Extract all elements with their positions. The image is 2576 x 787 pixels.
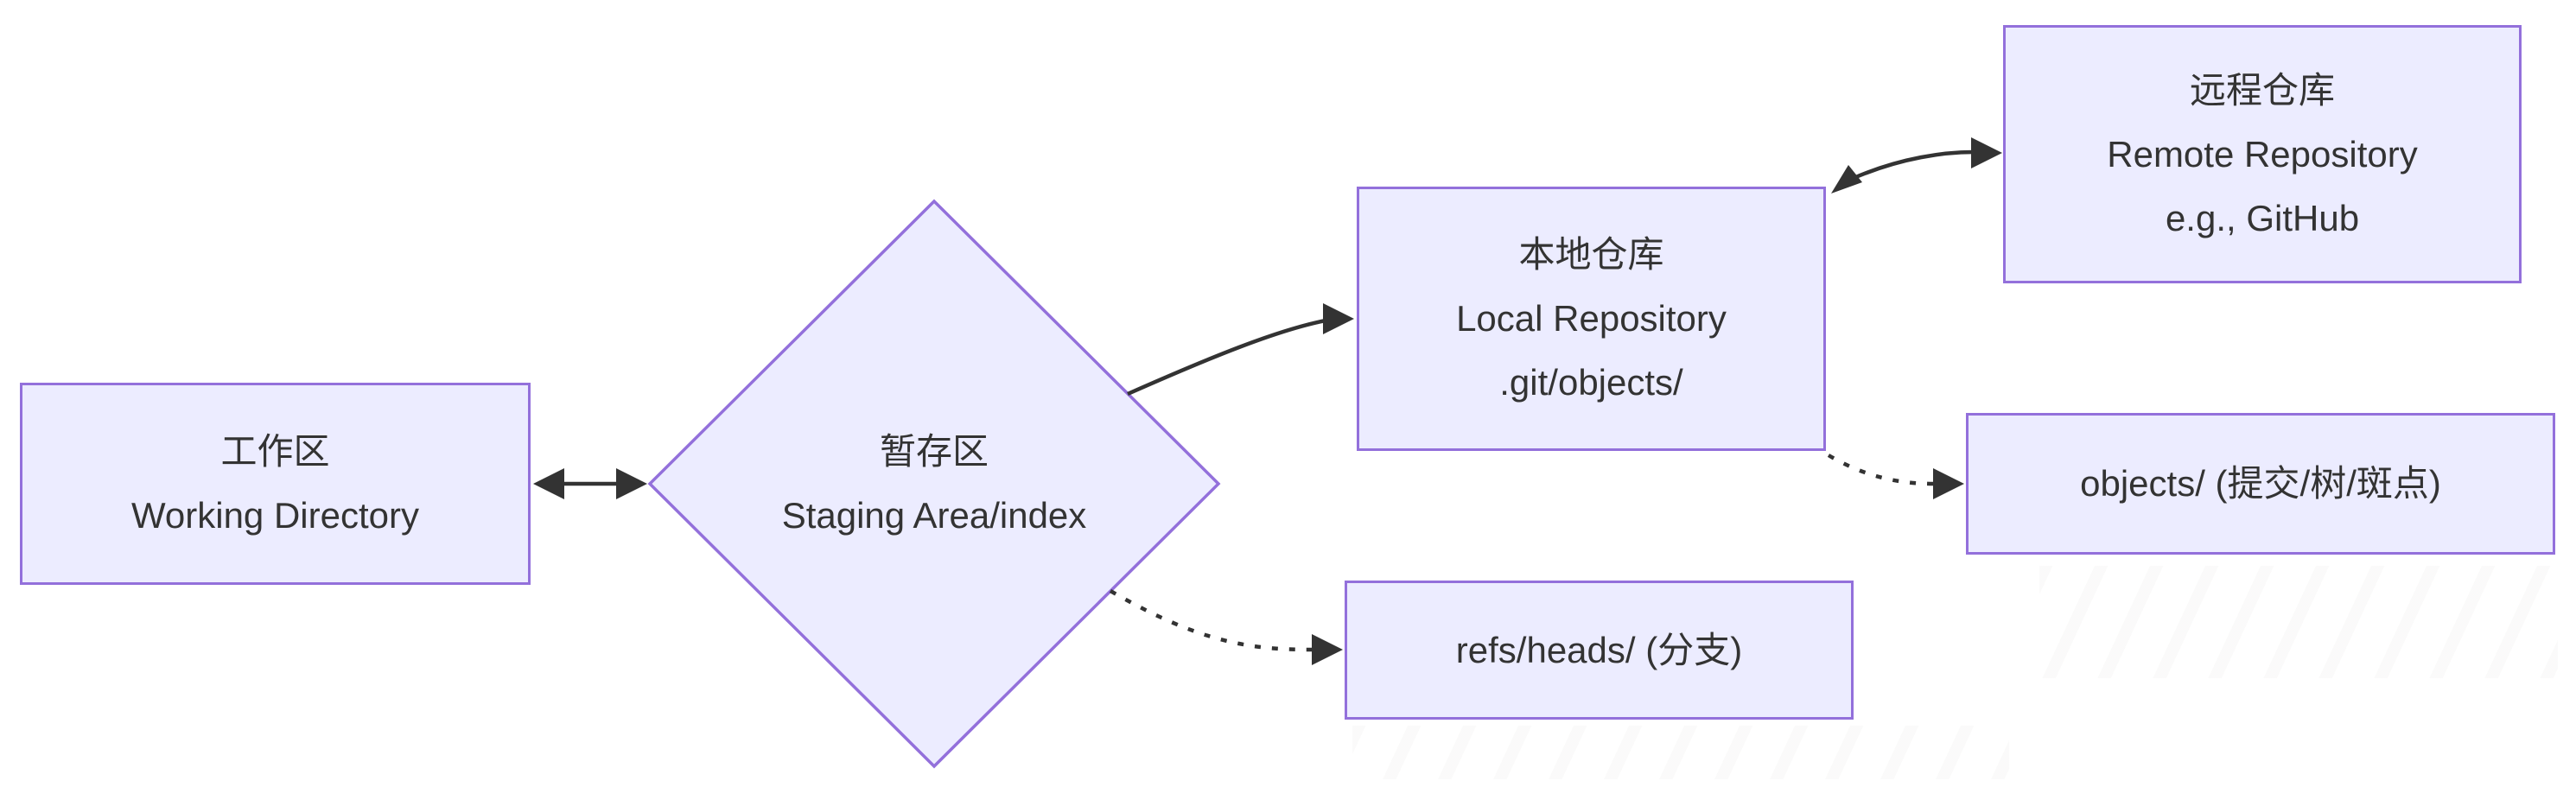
node-refs-label: refs/heads/ (分支) <box>1455 629 1743 670</box>
staging-diamond-shape <box>647 199 1221 769</box>
node-remote-line-en: Remote Repository <box>2107 133 2418 175</box>
node-local-line-path: .git/objects/ <box>1499 362 1683 403</box>
node-objects-label: objects/ (提交/树/斑点) <box>2080 463 2441 504</box>
node-working-line-en: Working Directory <box>131 495 419 536</box>
node-remote-repository: 远程仓库 Remote Repository e.g., GitHub <box>2003 25 2522 283</box>
node-staging-line-en: Staging Area/index <box>781 495 1087 536</box>
node-remote-line-zh: 远程仓库 <box>2189 69 2335 111</box>
arrowhead-into-refs <box>1312 634 1343 665</box>
node-refs-heads: refs/heads/ (分支) <box>1345 581 1854 720</box>
node-staging-line-zh: 暂存区 <box>879 431 989 472</box>
node-local-repository: 本地仓库 Local Repository .git/objects/ <box>1357 187 1826 451</box>
edge-staging-local <box>1127 318 1326 397</box>
arrowhead-into-objects <box>1933 468 1964 499</box>
arrowhead-into-working <box>533 468 564 499</box>
arrowhead-into-staging <box>616 468 647 499</box>
node-local-line-en: Local Repository <box>1456 298 1727 339</box>
node-working-line-zh: 工作区 <box>220 431 330 472</box>
edge-local-remote <box>1851 149 1975 181</box>
node-remote-line-example: e.g., GitHub <box>2165 197 2360 238</box>
node-staging-area-label: 暂存区 Staging Area/index <box>709 420 1159 548</box>
node-local-line-zh: 本地仓库 <box>1518 234 1664 275</box>
arrowhead-into-local-corner <box>1831 165 1862 194</box>
node-working-directory: 工作区 Working Directory <box>20 383 531 585</box>
edge-staging-refs <box>1109 589 1313 652</box>
watermark-artifact <box>1352 726 2009 779</box>
arrowhead-into-local <box>1323 303 1354 334</box>
watermark-artifact <box>2039 566 2558 678</box>
arrowhead-into-remote <box>1971 137 2002 168</box>
edge-local-objects <box>1827 454 1935 486</box>
node-objects-folder: objects/ (提交/树/斑点) <box>1966 413 2555 555</box>
